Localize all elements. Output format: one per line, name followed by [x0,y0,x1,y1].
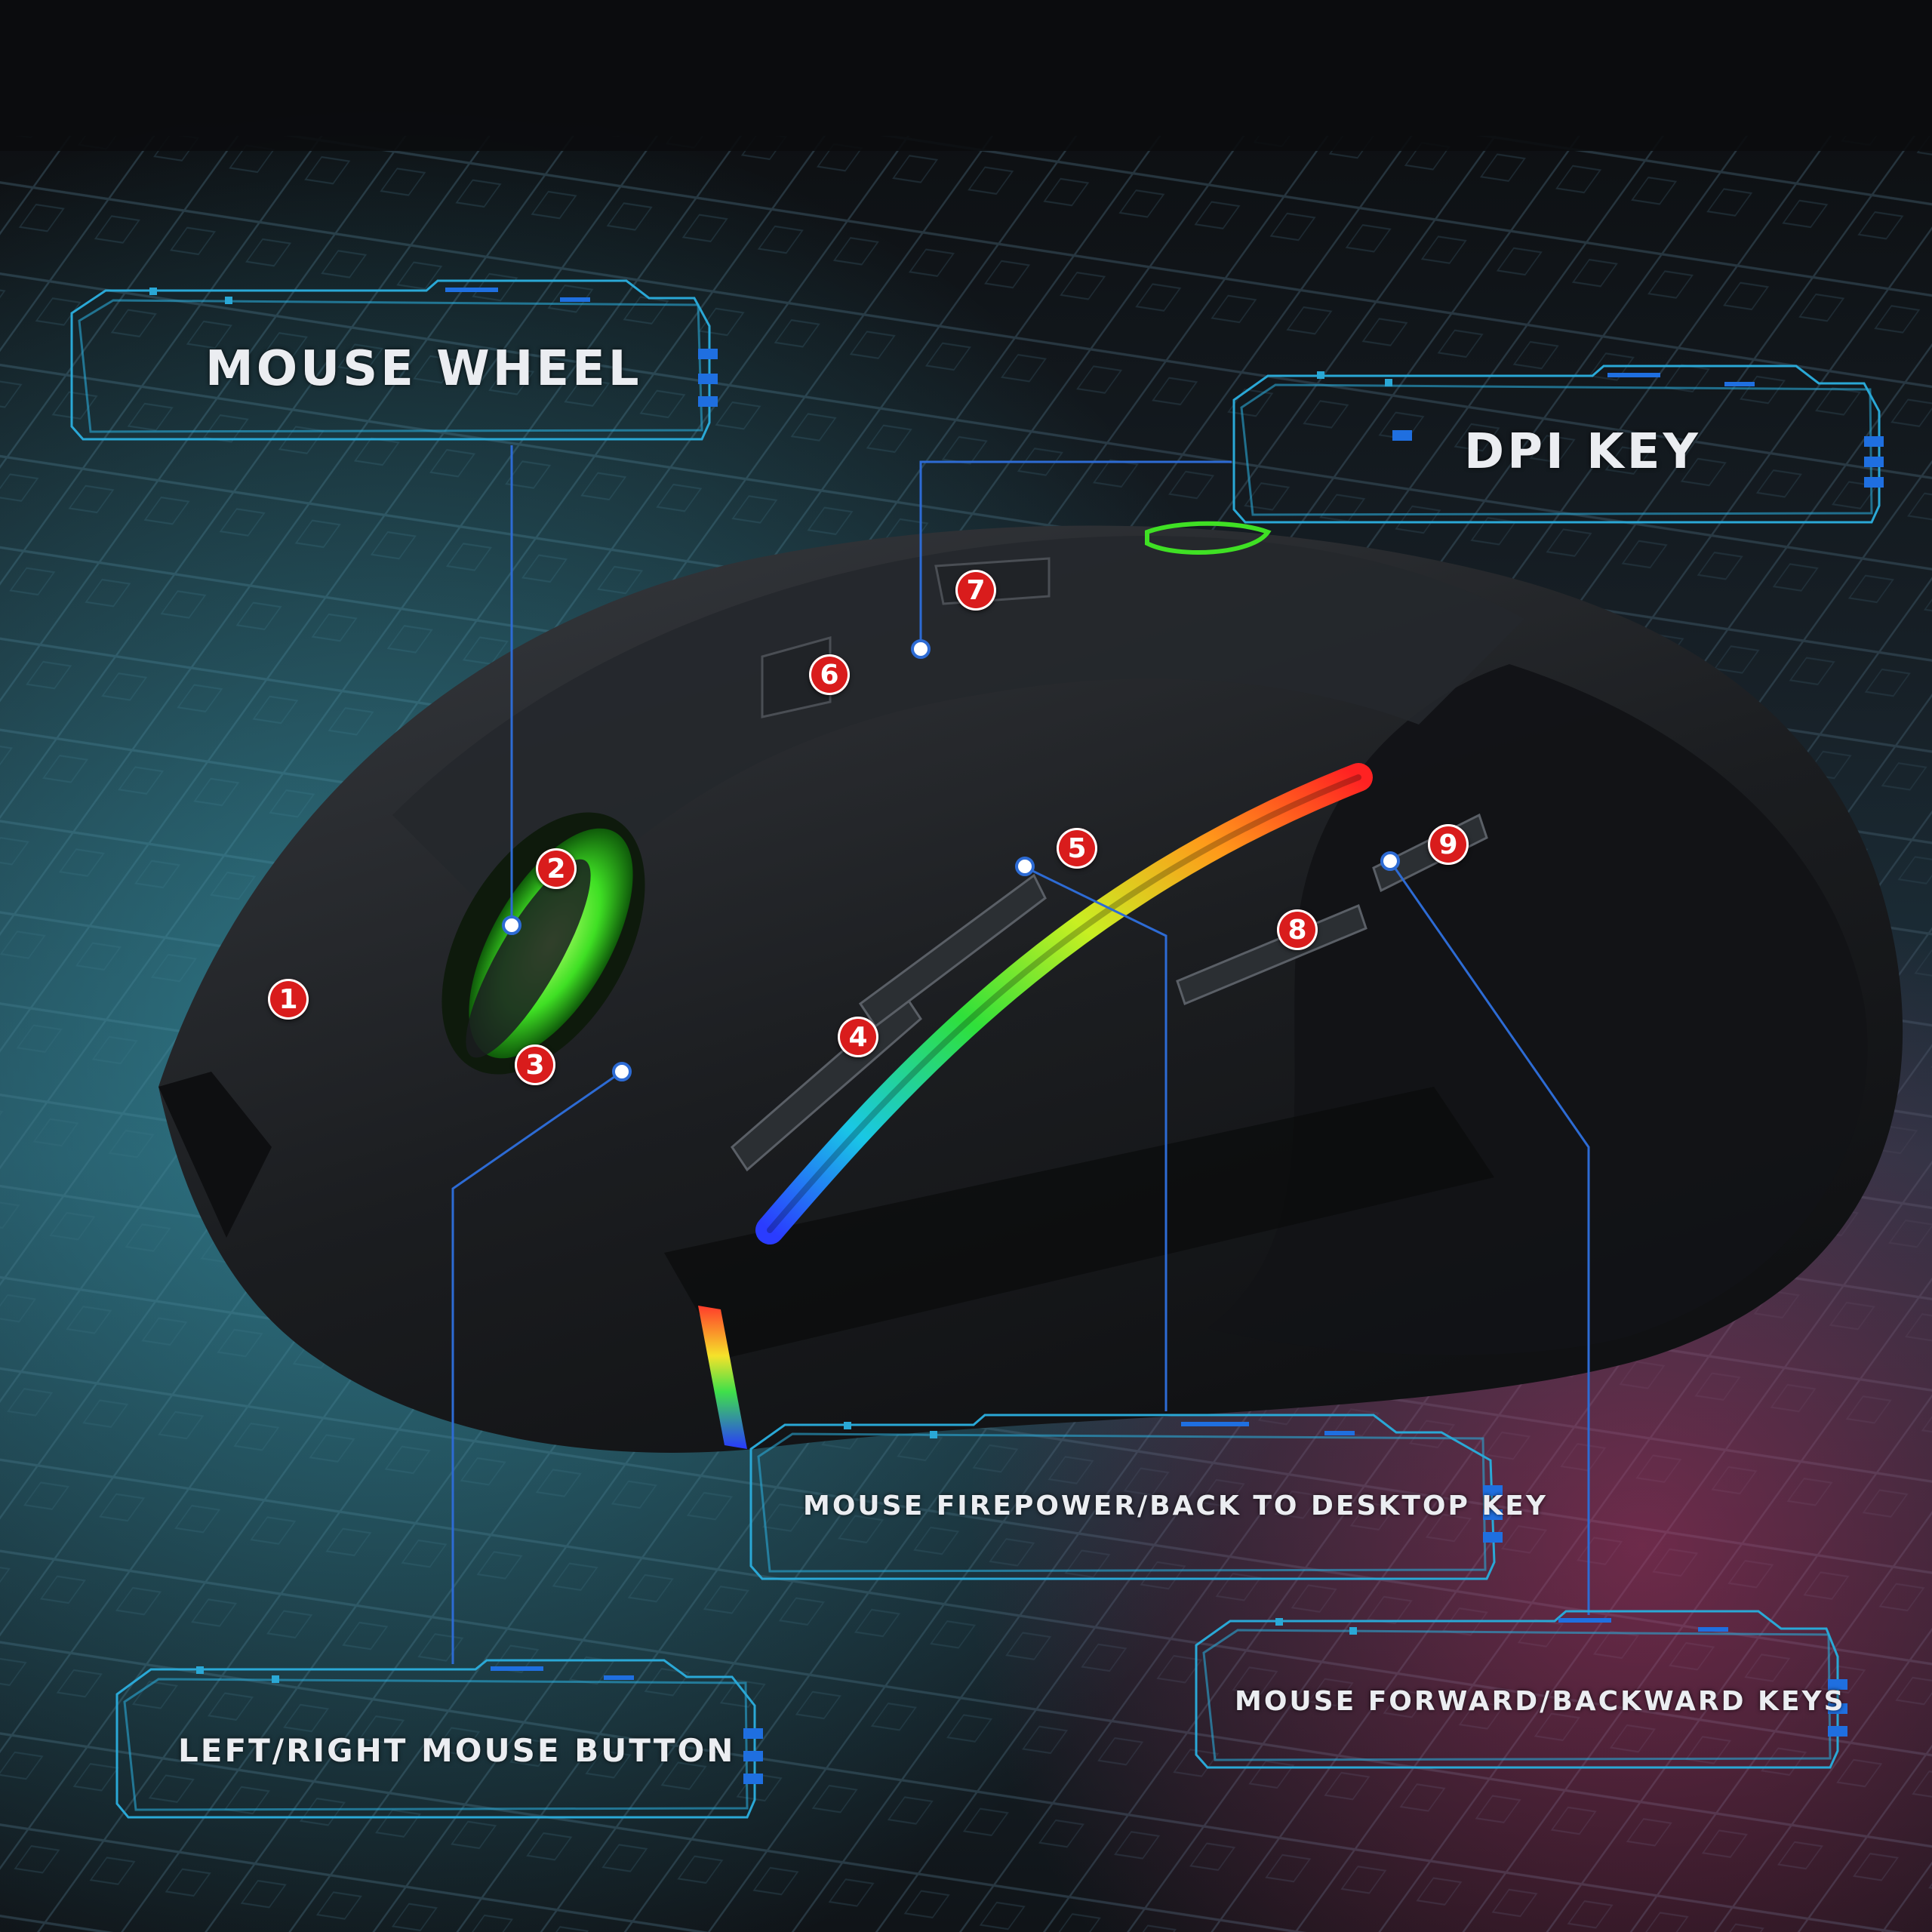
callout-dot-dpi [911,639,931,659]
hud-frames [70,279,1881,1819]
badge-6: 6 [809,654,850,695]
label-forward-backward-keys: MOUSE FORWARD/BACKWARD KEYS [1235,1686,1846,1717]
label-mouse-wheel: MOUSE WHEEL [205,341,642,397]
badge-8: 8 [1277,909,1318,950]
label-firepower-key: MOUSE FIREPOWER/BACK TO DESKTOP KEY [803,1491,1548,1521]
badge-3: 3 [515,1044,555,1085]
badge-9: 9 [1428,824,1469,865]
callout-dot-wheel [502,915,521,935]
callout-dot-firepower [1015,857,1035,876]
badge-5: 5 [1057,828,1097,869]
callout-dot-left-right [612,1062,632,1081]
badge-4: 4 [838,1017,878,1057]
label-left-right-button: LEFT/RIGHT MOUSE BUTTON [178,1732,736,1769]
hud-accents [445,288,1884,1784]
badge-7: 7 [955,570,996,611]
gaming-mouse [158,521,1903,1453]
hud-ticks [149,288,1392,1683]
label-dpi-key: DPI KEY [1464,424,1701,480]
brand-logo-icon [1145,521,1272,555]
badge-2: 2 [536,848,577,889]
badge-1: 1 [268,979,309,1020]
callout-lines [451,445,1590,1664]
callout-dot-forward-backward [1380,851,1400,871]
